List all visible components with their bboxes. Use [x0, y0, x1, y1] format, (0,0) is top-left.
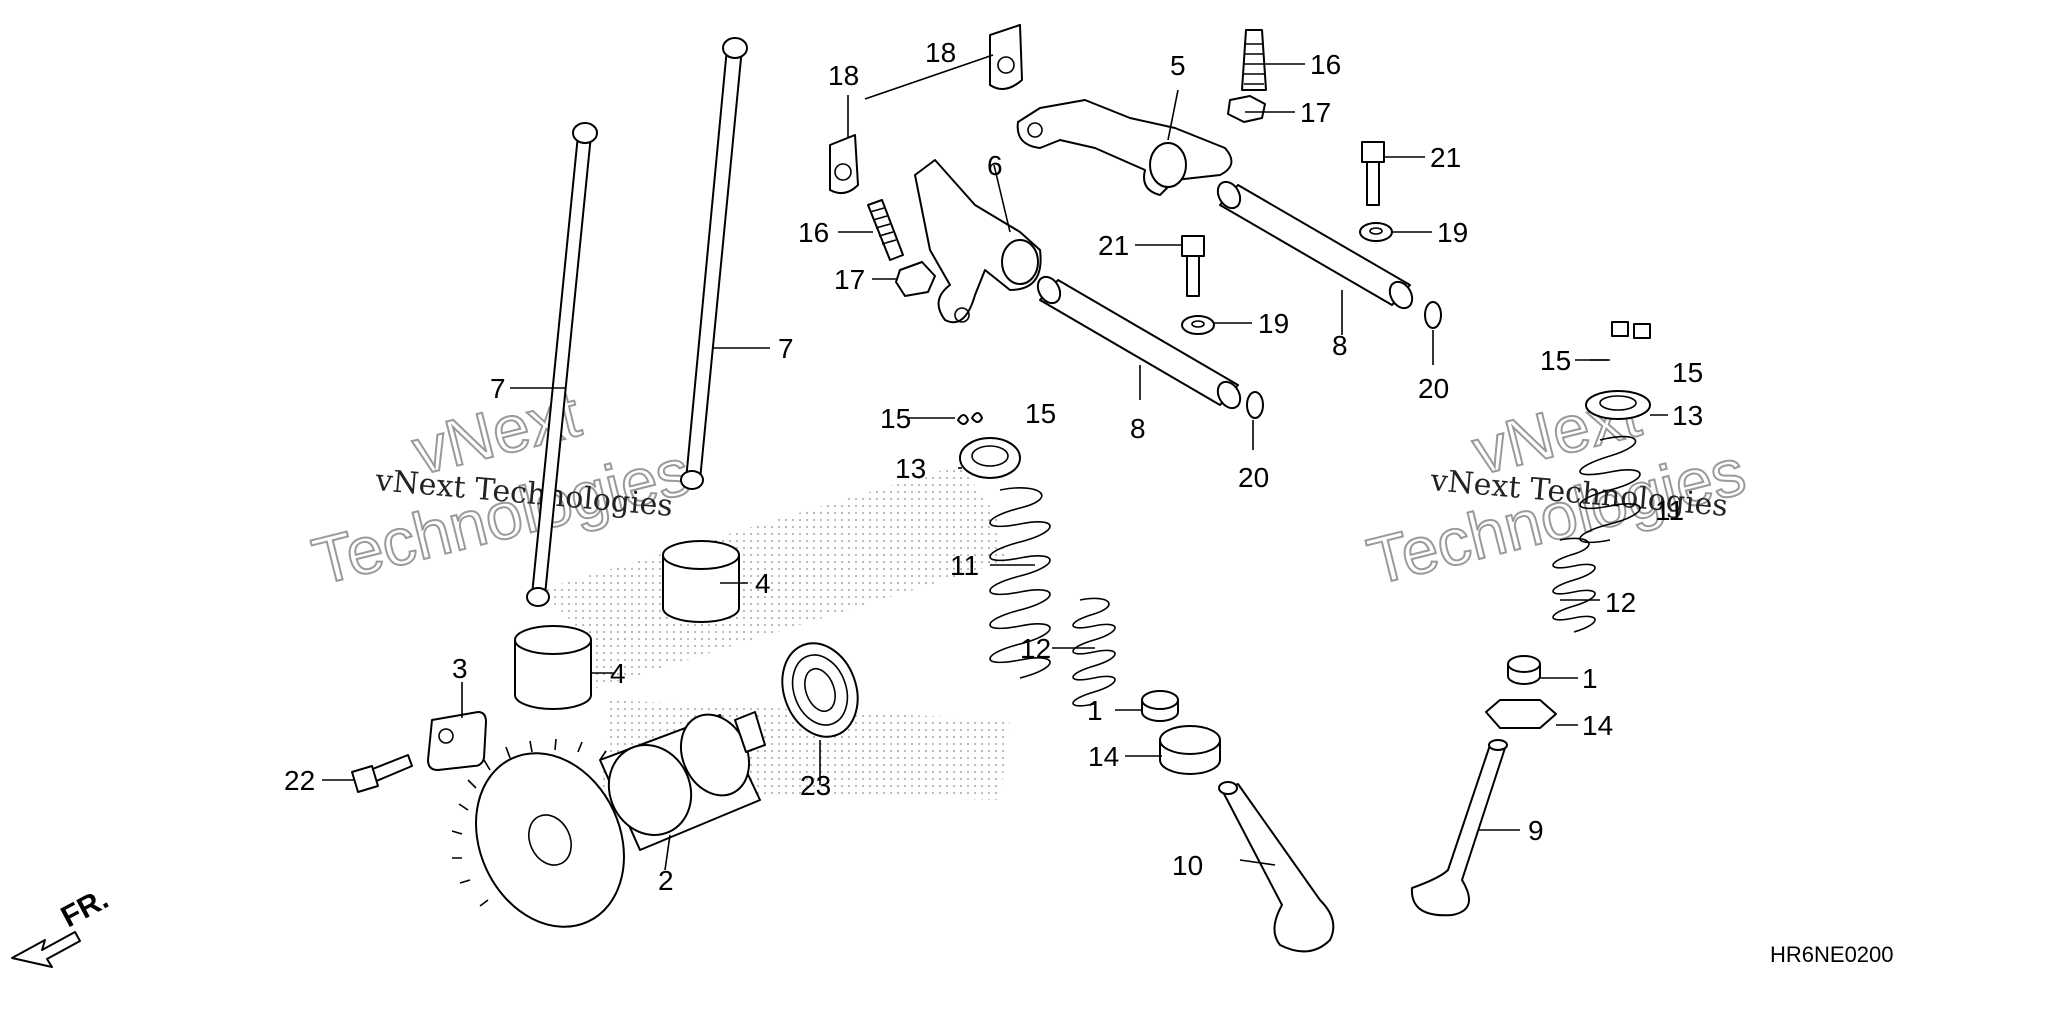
label-part-1: 1 — [1582, 663, 1598, 694]
adjust-screw-left — [867, 199, 904, 261]
label-part-7: 7 — [778, 333, 794, 364]
label-part-3: 3 — [452, 653, 468, 684]
lifter-upper — [662, 540, 740, 623]
label-part-20: 20 — [1418, 373, 1449, 404]
label-part-17: 17 — [1300, 97, 1331, 128]
label-part-20: 20 — [1238, 462, 1269, 493]
label-part-16: 16 — [798, 217, 829, 248]
valve-assembly-right — [1485, 321, 1651, 729]
label-part-9: 9 — [1528, 815, 1544, 846]
leader-lines — [322, 54, 1668, 871]
label-part-23: 23 — [800, 770, 831, 801]
push-rod-left — [526, 122, 598, 607]
label-part-18: 18 — [925, 37, 956, 68]
valve-exhaust — [1218, 781, 1335, 953]
lifter-lower — [514, 625, 592, 710]
label-part-15: 15 — [1540, 345, 1571, 376]
rocker-arm-5 — [1016, 99, 1233, 196]
label-part-8: 8 — [1130, 413, 1146, 444]
washer-right — [1359, 222, 1393, 242]
part-labels: 7 7 4 4 3 2 22 23 18 18 6 5 16 17 16 17 … — [284, 37, 1703, 896]
front-arrow-icon — [11, 931, 81, 968]
plate — [427, 711, 487, 771]
label-part-19: 19 — [1437, 217, 1468, 248]
label-part-19: 19 — [1258, 308, 1289, 339]
diagram-code: HR6NE0200 — [1770, 942, 1894, 967]
label-part-15: 15 — [1025, 398, 1056, 429]
push-rod-right — [680, 37, 748, 490]
valve-assembly-left — [957, 412, 1221, 775]
label-part-14: 14 — [1088, 741, 1119, 772]
label-part-8: 8 — [1332, 330, 1348, 361]
bearing — [781, 642, 859, 738]
label-part-13: 13 — [1672, 400, 1703, 431]
o-ring-right — [1424, 301, 1442, 329]
label-part-4: 4 — [755, 568, 771, 599]
label-part-18: 18 — [828, 60, 859, 91]
label-part-17: 17 — [834, 264, 865, 295]
label-part-6: 6 — [987, 150, 1003, 181]
label-part-16: 16 — [1310, 49, 1341, 80]
front-label: FR. — [56, 882, 114, 934]
rocker-shaft-right — [1216, 180, 1414, 310]
label-part-7: 7 — [490, 373, 506, 404]
label-part-21: 21 — [1430, 142, 1461, 173]
nut-left — [895, 261, 936, 297]
bracket-right — [989, 24, 1023, 90]
label-part-13: 13 — [895, 453, 926, 484]
label-part-14: 14 — [1582, 710, 1613, 741]
label-part-21: 21 — [1098, 230, 1129, 261]
label-part-10: 10 — [1172, 850, 1203, 881]
adjust-screw-right — [1241, 29, 1267, 91]
rocker-arm-6 — [914, 159, 1042, 324]
label-part-12: 12 — [1020, 633, 1051, 664]
rocker-shaft-left — [1036, 275, 1242, 410]
bolt-21-left — [1181, 235, 1205, 297]
label-part-12: 12 — [1605, 587, 1636, 618]
label-part-1: 1 — [1087, 695, 1103, 726]
label-part-15: 15 — [1672, 357, 1703, 388]
o-ring-left — [1246, 391, 1264, 419]
washer-left — [1181, 315, 1215, 335]
label-part-11: 11 — [1655, 495, 1684, 526]
label-part-15: 15 — [880, 403, 911, 434]
front-indicator: FR. — [11, 882, 114, 968]
label-part-4: 4 — [610, 658, 626, 689]
label-part-11: 11 — [950, 550, 979, 581]
bracket-left — [829, 134, 859, 195]
label-part-2: 2 — [658, 865, 674, 896]
label-part-5: 5 — [1170, 50, 1186, 81]
bolt-22 — [351, 754, 413, 793]
label-part-22: 22 — [284, 765, 315, 796]
valve-intake — [1410, 739, 1508, 917]
bolt-21-right — [1361, 141, 1385, 206]
nut-right — [1227, 95, 1266, 123]
camshaft — [451, 711, 766, 928]
